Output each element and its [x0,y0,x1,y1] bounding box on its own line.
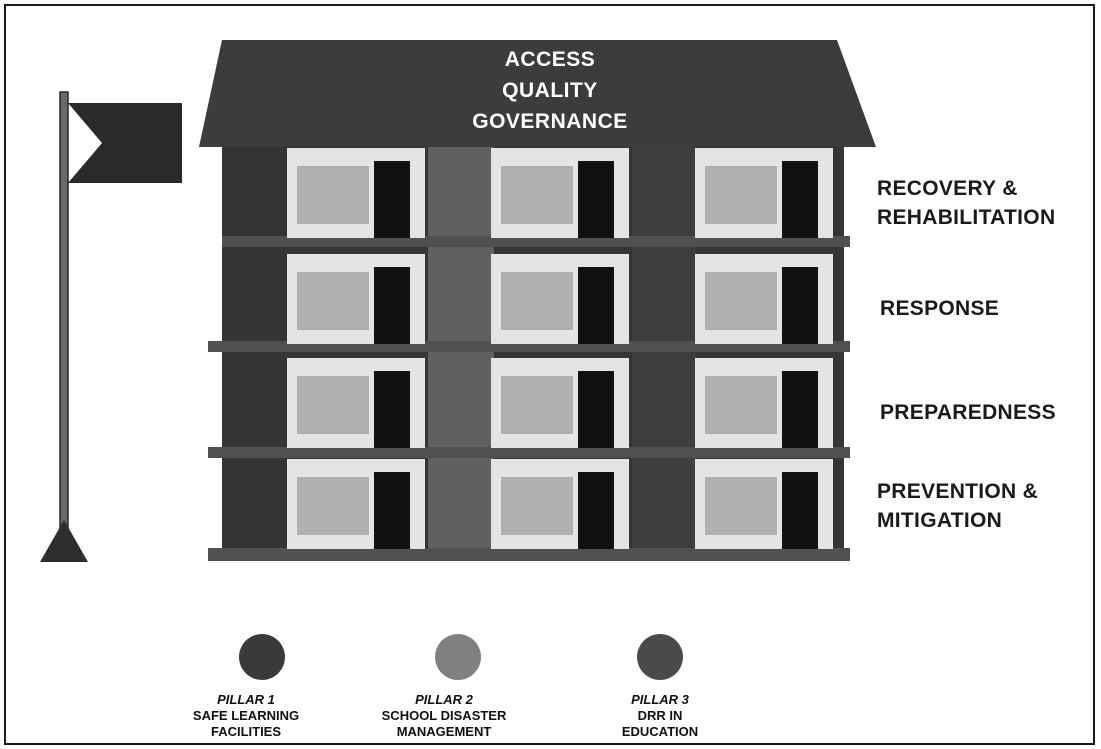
pillar-number: PILLAR 2 [415,692,473,707]
pillar-desc-line: EDUCATION [621,724,699,739]
floor-band [222,236,850,247]
classroom-door [578,267,614,344]
classroom-window [297,376,369,434]
phase-line: RESPONSE [880,297,1000,320]
phase-line: REHABILITATION [877,206,1056,229]
classroom-door [782,267,818,344]
floor-band [208,548,850,561]
pillar-number: PILLAR 1 [217,692,275,707]
classroom-door [374,161,410,238]
pillar-3-label: PILLAR 3 DRR IN EDUCATION [570,692,750,740]
classroom-door [374,472,410,549]
classroom-door [374,267,410,344]
classroom-door [782,472,818,549]
classroom-door [782,371,818,448]
floor-band [208,447,850,458]
roof-text-governance: GOVERNANCE [472,110,628,133]
classroom-window [501,166,573,224]
classroom-window [705,376,777,434]
classroom-window [501,272,573,330]
floor-band [208,341,850,352]
classroom-window [501,376,573,434]
phase-response: RESPONSE [880,294,999,323]
phase-line: RECOVERY & [877,177,1018,200]
classroom-window [297,272,369,330]
phase-recovery-rehabilitation: RECOVERY & REHABILITATION [877,174,1055,232]
diagram-frame [4,4,1095,745]
pillar-2-circle [435,634,481,680]
classroom-window [705,166,777,224]
phase-line: PREVENTION & [877,480,1039,503]
pillar-desc-line: MANAGEMENT [396,724,492,739]
classroom-window [705,477,777,535]
classroom-units [287,148,833,549]
pillar-2-label: PILLAR 2 SCHOOL DISASTER MANAGEMENT [354,692,534,740]
classroom-door [578,371,614,448]
pillar-desc-line: SAFE LEARNING [192,708,300,723]
phase-preparedness: PREPAREDNESS [880,398,1056,427]
flag [68,103,182,183]
classroom-window [501,477,573,535]
roof [199,40,876,147]
classroom-door [374,371,410,448]
pillar-3-circle [637,634,683,680]
pillar-number: PILLAR 3 [631,692,689,707]
classroom-window [297,166,369,224]
pillar-desc-line: FACILITIES [210,724,282,739]
flag-pole-base [40,520,88,562]
phase-line: MITIGATION [877,509,1003,532]
classroom-window [705,272,777,330]
pillar-1-circle [239,634,285,680]
phase-line: PREPAREDNESS [880,401,1056,424]
pillar-desc-line: DRR IN [637,708,683,723]
classroom-door [578,472,614,549]
pillar-desc-line: SCHOOL DISASTER [381,708,507,723]
flag-pole [59,91,69,533]
pillar-1-label: PILLAR 1 SAFE LEARNING FACILITIES [156,692,336,740]
roof-text-quality: QUALITY [502,79,598,102]
classroom-window [297,477,369,535]
phase-prevention-mitigation: PREVENTION & MITIGATION [877,477,1038,535]
roof-text-access: ACCESS [504,48,596,71]
classroom-door [782,161,818,238]
classroom-door [578,161,614,238]
